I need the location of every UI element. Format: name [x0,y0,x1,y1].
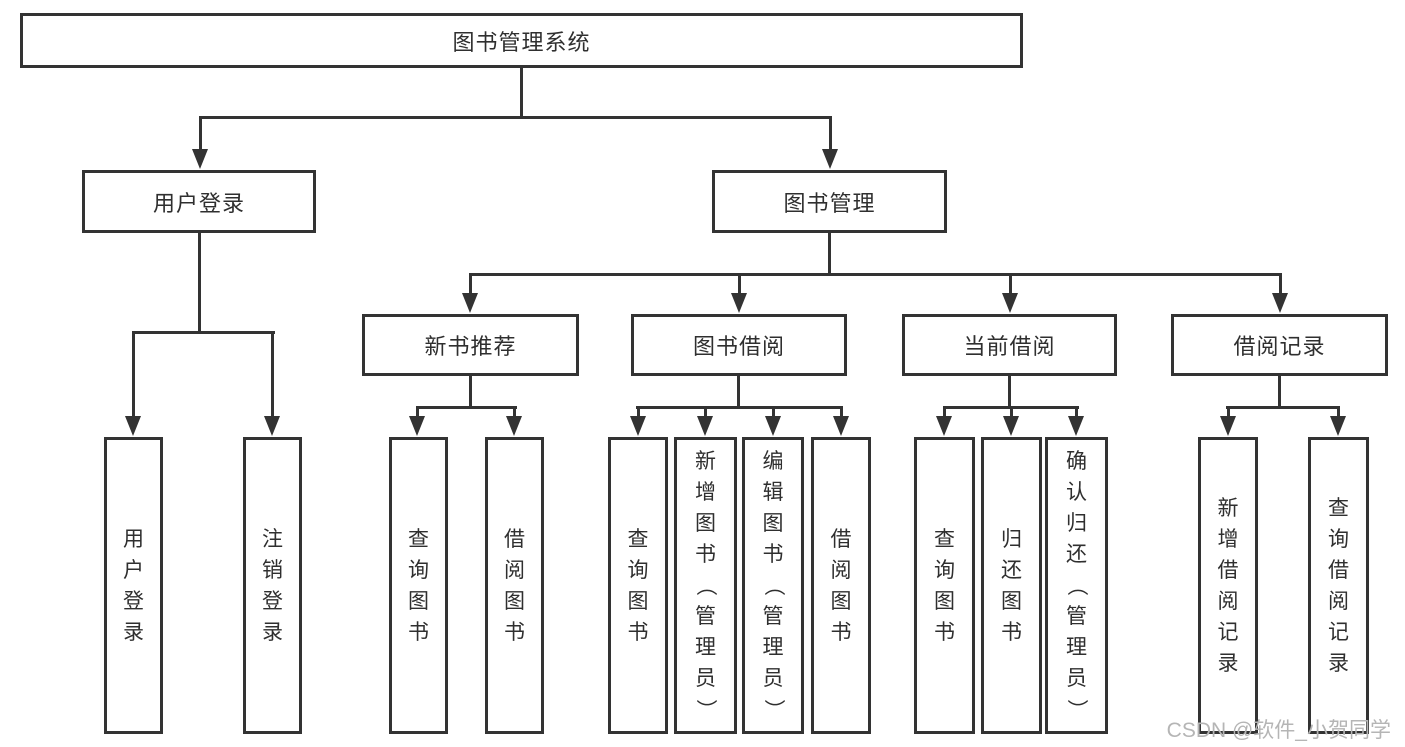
connector-line [469,273,1282,276]
leaf-query-borrow-record: 查询借阅记录 [1308,437,1369,734]
connector-line [1226,406,1340,409]
connector-line [198,233,201,333]
leaf-query-books-current: 查询图书 [914,437,975,734]
connector-line [829,116,832,151]
node-library-system: 图书管理系统 [20,13,1023,68]
leaf-user-login: 用户登录 [104,437,163,734]
connector-line [520,68,523,118]
connector-line [416,406,419,418]
node-label: 图书管理 [783,190,876,216]
connector-line [943,406,946,418]
leaf-label: 查询图书 [627,527,649,644]
leaf-label: 编辑图书（管理员） [761,450,785,720]
leaf-borrow-books: 借阅图书 [811,437,871,734]
arrowhead-icon [731,293,747,313]
node-label: 用户登录 [152,190,245,216]
leaf-edit-book-admin: 编辑图书（管理员） [742,437,804,734]
connector-line [416,406,517,409]
connector-line [1075,406,1078,418]
connector-line [469,376,472,409]
leaf-query-books-recommend: 查询图书 [389,437,448,734]
connector-line [637,406,640,418]
leaf-label: 查询借阅记录 [1328,496,1349,675]
connector-line [840,406,843,418]
node-book-borrowing: 图书借阅 [631,314,847,376]
leaf-label: 借阅图书 [504,527,525,644]
connector-line [772,406,775,418]
leaf-confirm-return-admin: 确认归还（管理员） [1045,437,1108,734]
leaf-logout: 注销登录 [243,437,302,734]
leaf-label: 用户登录 [123,527,144,644]
arrowhead-icon [462,293,478,313]
arrowhead-icon [822,149,838,169]
node-borrowing-records: 借阅记录 [1171,314,1388,376]
leaf-label: 查询图书 [408,527,429,644]
arrowhead-icon [936,416,952,436]
connector-line [1008,376,1011,409]
connector-line [271,331,274,418]
connector-line [469,273,472,295]
leaf-borrow-books-recommend: 借阅图书 [485,437,544,734]
node-label: 图书管理系统 [452,29,591,55]
node-label: 当前借阅 [963,334,1056,359]
connector-line [1227,406,1230,418]
arrowhead-icon [506,416,522,436]
connector-line [132,331,275,334]
arrowhead-icon [833,416,849,436]
connector-line [199,116,202,151]
connector-line [1278,376,1281,409]
leaf-add-book-admin: 新增图书（管理员） [674,437,737,734]
leaf-label: 注销登录 [262,527,283,644]
arrowhead-icon [630,416,646,436]
leaf-label: 新增图书（管理员） [694,450,717,720]
node-label: 图书借阅 [692,334,785,359]
arrowhead-icon [1003,416,1019,436]
leaf-label: 新增借阅记录 [1217,496,1239,675]
leaf-query-books-borrow: 查询图书 [608,437,668,734]
connector-line [1279,273,1282,295]
arrowhead-icon [697,416,713,436]
arrowhead-icon [264,416,280,436]
connector-line [513,406,516,418]
connector-line [1009,273,1012,295]
arrowhead-icon [765,416,781,436]
node-label: 借阅记录 [1233,334,1326,359]
leaf-label: 查询图书 [934,527,955,644]
arrowhead-icon [409,416,425,436]
connector-line [636,406,843,409]
leaf-label: 归还图书 [1001,527,1022,644]
arrowhead-icon [125,416,141,436]
leaf-add-borrow-record: 新增借阅记录 [1198,437,1258,734]
connector-line [737,376,740,409]
arrowhead-icon [192,149,208,169]
node-user-login: 用户登录 [82,170,316,233]
node-new-book-recommend: 新书推荐 [362,314,579,376]
leaf-return-book: 归还图书 [981,437,1042,734]
watermark: CSDN @软件_小贺同学 [1166,719,1391,742]
leaf-label: 确认归还（管理员） [1065,450,1088,720]
connector-line [199,116,832,119]
connector-line [1010,406,1013,418]
arrowhead-icon [1002,293,1018,313]
arrowhead-icon [1272,293,1288,313]
connector-line [704,406,707,418]
node-book-management: 图书管理 [712,170,947,233]
arrowhead-icon [1330,416,1346,436]
arrowhead-icon [1068,416,1084,436]
arrowhead-icon [1220,416,1236,436]
connector-line [132,331,135,418]
node-label: 新书推荐 [424,334,517,359]
connector-line [828,233,831,276]
leaf-label: 借阅图书 [830,527,852,644]
connector-line [1337,406,1340,418]
connector-line [738,273,741,295]
node-current-borrowing: 当前借阅 [902,314,1117,376]
